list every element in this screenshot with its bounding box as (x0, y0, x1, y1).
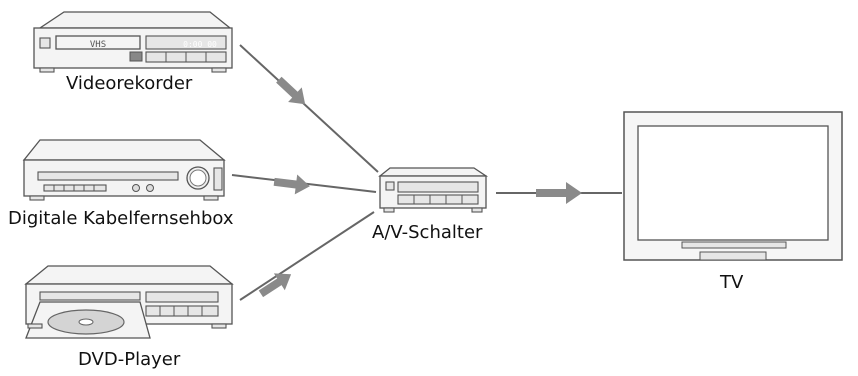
av-switch-device (378, 167, 489, 213)
arrow-dvd-icon (258, 273, 292, 298)
dvd-label: DVD-Player (78, 349, 181, 370)
arrow-switch-to-tv-icon (536, 182, 582, 204)
wire-vcr-to-switch (239, 44, 379, 173)
arrow-cablebox-icon (273, 174, 310, 195)
tv-device (623, 111, 843, 261)
vcr-display-text: VHS (90, 40, 106, 50)
vcr-label: Videorekorder (66, 73, 193, 94)
cable-box-label: Digitale Kabelfernsehbox (8, 208, 234, 229)
dvd-device (24, 265, 234, 339)
vcr-device: VHS 0:00 00 (33, 11, 233, 73)
vcr-counter-text: 0:00 00 (183, 40, 217, 49)
cable-box-device (22, 139, 226, 201)
av-switch-label: A/V-Schalter (372, 222, 483, 243)
arrow-vcr-icon (276, 76, 306, 105)
wire-dvd-to-switch (239, 211, 375, 301)
tv-label: TV (720, 272, 744, 293)
